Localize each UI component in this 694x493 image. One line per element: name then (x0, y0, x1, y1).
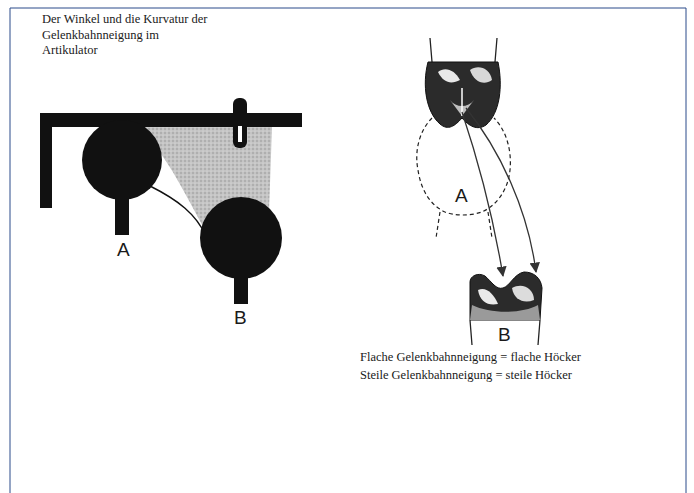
part-letter: B (234, 308, 247, 327)
articulator-drawing (40, 98, 302, 304)
figure-text: Steile Gelenkbahnneigung = steile Höcker (360, 368, 680, 384)
figure-text: Flache Gelenkbahnneigung = flache Höcker (360, 350, 680, 366)
figure-text: Der Winkel und die Kurvatur der Gelenkba… (42, 12, 212, 59)
part-letter: A (117, 240, 130, 259)
part-letter: A (455, 186, 468, 205)
tooth-drawing (417, 38, 536, 276)
part-letter: B (498, 325, 511, 344)
tooth-drawing (470, 272, 542, 345)
page-frame (10, 8, 686, 493)
